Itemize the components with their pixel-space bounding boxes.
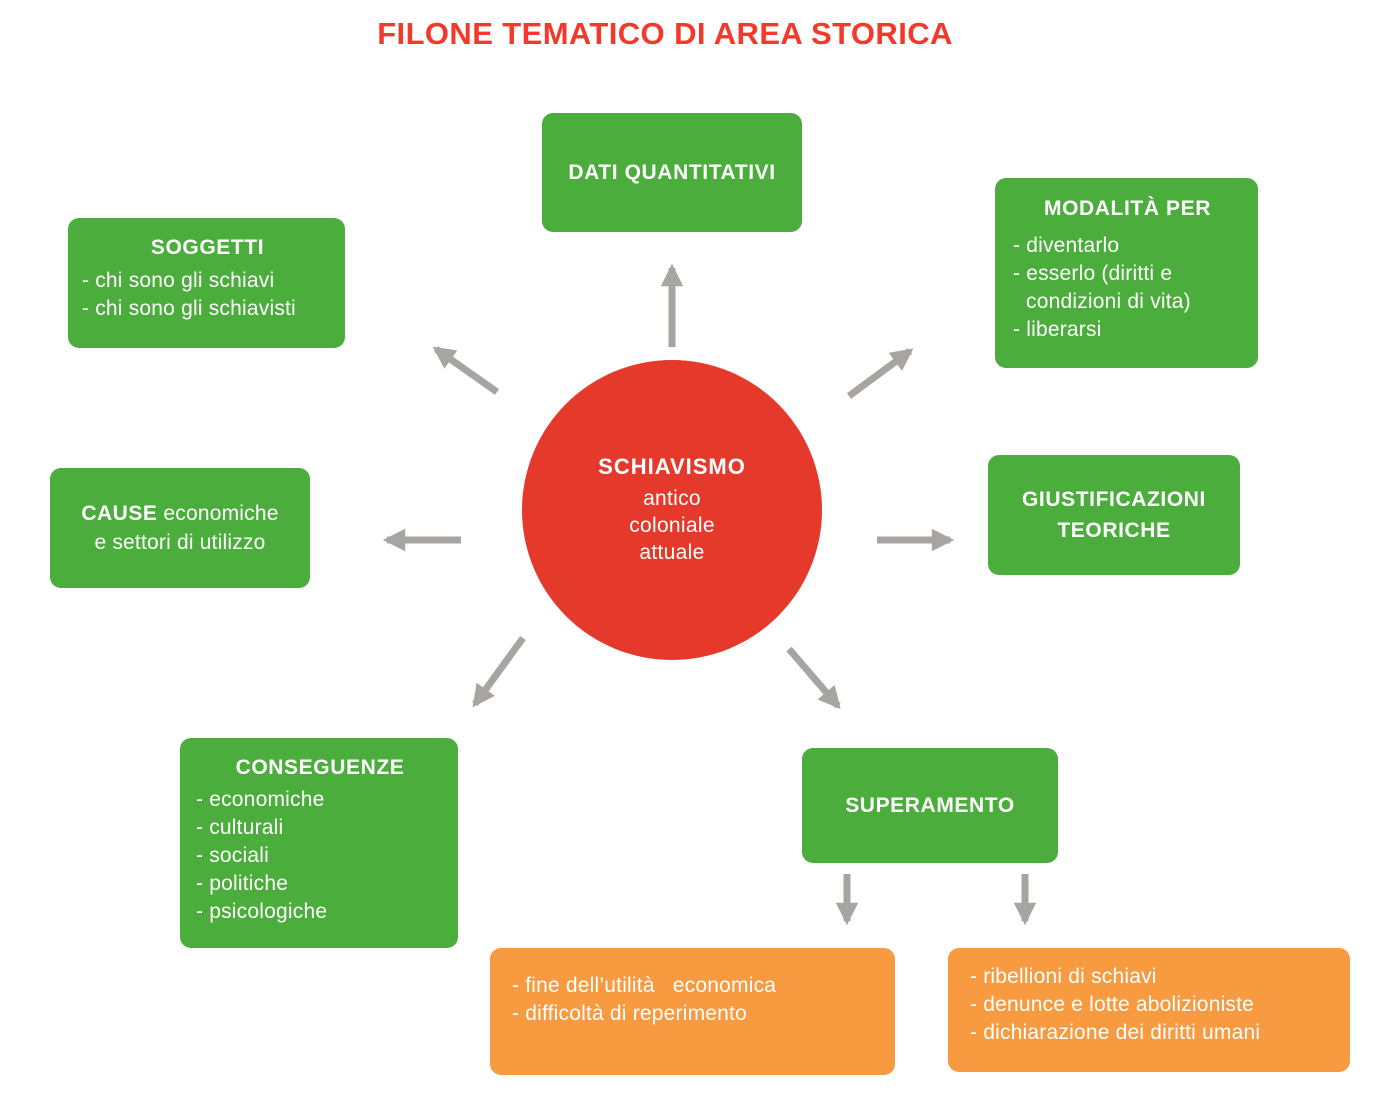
node-cause-rest: economiche (157, 502, 279, 525)
central-node-line: attuale (639, 541, 705, 564)
list-item: - culturali (196, 816, 284, 839)
list-item: - chi sono gli schiavisti (82, 297, 296, 320)
node-giustificazioni-teoriche: GIUSTIFICAZIONI TEORICHE (988, 455, 1240, 575)
node-soggetti: SOGGETTI - chi sono gli schiavi - chi so… (68, 218, 345, 348)
node-heading: GIUSTIFICAZIONI TEORICHE (1022, 488, 1206, 542)
node-heading: SOGGETTI (150, 236, 265, 259)
node-cause: CAUSE economiche e settori di utilizzo (50, 468, 310, 588)
list-item: - dichiarazione dei diritti umani (970, 1021, 1261, 1044)
central-node-line: coloniale (629, 514, 715, 537)
arrow-to-conseguenze (472, 635, 526, 708)
node-conseguenze: CONSEGUENZE - economiche - culturali - s… (180, 738, 458, 948)
list-item: - denunce e lotte abolizioniste (970, 993, 1255, 1016)
node-item-list: - ribellioni di schiavi - denunce e lott… (970, 963, 1332, 1047)
list-item: - sociali (196, 844, 269, 867)
node-heading: SUPERAMENTO (845, 793, 1015, 817)
node-item-list: - chi sono gli schiavi - chi sono gli sc… (82, 267, 333, 323)
node-ribellioni-schiavi: - ribellioni di schiavi - denunce e lott… (948, 948, 1350, 1072)
arrow-to-soggetti (432, 346, 500, 395)
node-cause-line2: e settori di utilizzo (94, 531, 266, 554)
list-item: - psicologiche (196, 900, 328, 923)
node-dati-quantitativi: DATI QUANTITATIVI (542, 113, 802, 232)
node-modalita-per: MODALITÀ PER - diventarlo - esserlo (dir… (995, 178, 1258, 368)
central-node-heading: SCHIAVISMO (598, 454, 746, 479)
list-item: - diventarlo (1013, 234, 1120, 257)
node-item-list: - economiche - culturali - sociali - pol… (196, 786, 444, 926)
list-item: - difficoltà di reperimento (512, 1002, 747, 1025)
arrow-to-superamento (786, 646, 841, 710)
list-item: - politiche (196, 872, 289, 895)
page-title: FILONE TEMATICO DI AREA STORICA (377, 16, 953, 51)
node-item-list: - fine dell’utilità economica - difficol… (512, 972, 877, 1028)
list-item: - ribellioni di schiavi (970, 965, 1157, 988)
list-item: - economiche (196, 788, 325, 811)
central-node-line: antico (643, 487, 701, 510)
node-heading: CONSEGUENZE (235, 756, 405, 779)
list-item: - chi sono gli schiavi (82, 269, 275, 292)
node-cause-bold: CAUSE (81, 502, 158, 525)
list-item: - liberarsi (1013, 318, 1102, 341)
node-cause-line1: CAUSE economiche (81, 499, 278, 528)
arrow-to-modalita (846, 348, 914, 399)
node-heading: DATI QUANTITATIVI (568, 160, 776, 184)
node-heading: MODALITÀ PER (1043, 197, 1212, 220)
list-item: - esserlo (diritti e condizioni di vita) (1013, 262, 1191, 313)
central-node-schiavismo: SCHIAVISMO antico coloniale attuale (522, 360, 822, 660)
list-item: - fine dell’utilità economica (512, 974, 777, 997)
node-superamento: SUPERAMENTO (802, 748, 1058, 863)
node-item-list: - diventarlo - esserlo (diritti e condiz… (1013, 232, 1242, 344)
node-fine-utilita-economica: - fine dell’utilità economica - difficol… (490, 948, 895, 1075)
